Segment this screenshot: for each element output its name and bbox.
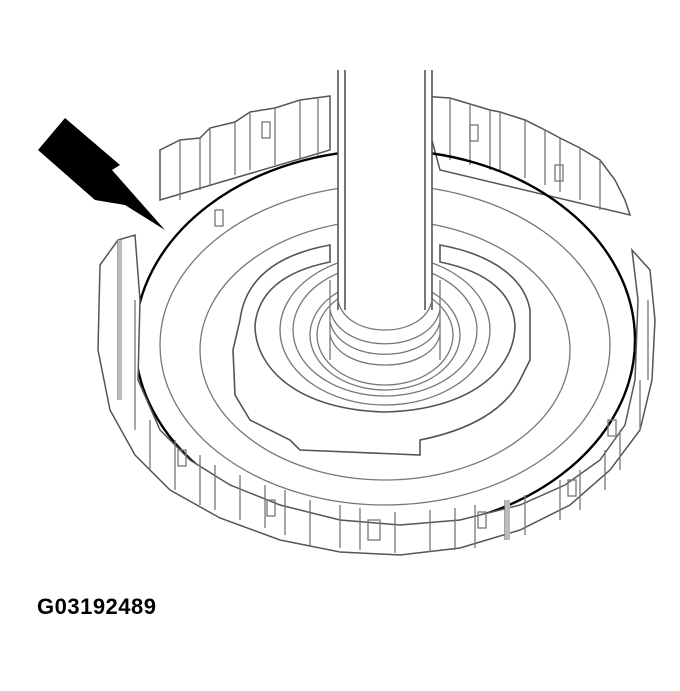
clutch-drum-illustration — [38, 0, 656, 556]
drum-teeth-front — [97, 209, 656, 556]
shaft — [329, 0, 441, 366]
arrow-icon — [38, 118, 165, 230]
drum-teeth-back — [159, 95, 632, 217]
figure-id-label: G03192489 — [37, 594, 157, 619]
